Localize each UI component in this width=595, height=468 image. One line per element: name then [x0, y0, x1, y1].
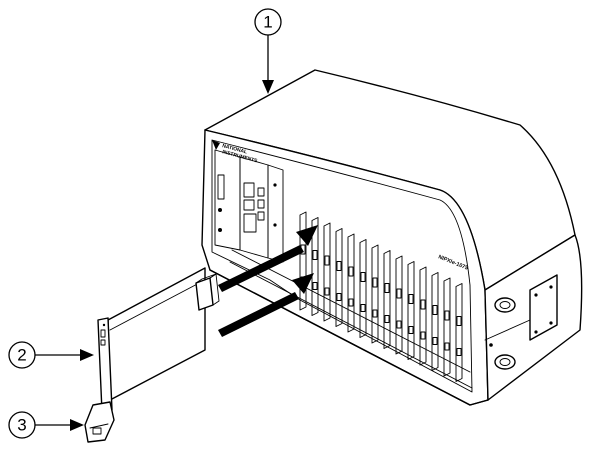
callout-1-number: 1 [263, 13, 272, 32]
slot-guide [323, 222, 331, 322]
side-handle-lower [494, 354, 516, 370]
pxi-module [84, 267, 220, 443]
slot-guide [359, 239, 367, 338]
module-ejector-handle [84, 401, 115, 443]
slot-guide [407, 261, 415, 360]
slot-guide [335, 228, 343, 327]
callout-2: 2 [8, 341, 94, 369]
callout-3-arrowhead [70, 419, 84, 431]
slot-guide [347, 233, 355, 333]
callout-2-arrowhead [80, 349, 94, 361]
module-connector [195, 277, 214, 311]
chassis-bottom-rail [209, 269, 489, 406]
slot-guide [443, 277, 451, 377]
side-panel-details [484, 274, 558, 370]
insertion-arrow-lower [218, 292, 299, 337]
chassis-front-opening [211, 139, 473, 393]
callout-3-number: 3 [17, 416, 26, 435]
slot-guides [299, 211, 463, 382]
slot-guide [371, 244, 379, 344]
slot-guide [395, 255, 403, 355]
callout-1-arrowhead [262, 80, 274, 94]
slot-guide [311, 217, 319, 316]
callout-1: 1 [254, 8, 282, 94]
slot-guide [455, 283, 463, 382]
ni-eagle-icon [212, 140, 220, 150]
slot-guide [431, 272, 439, 371]
insertion-arrow-upper [218, 245, 304, 292]
slot-guide [419, 266, 427, 366]
insertion-arrows [218, 225, 318, 337]
chassis: NATIONAL INSTRUMENTS NIPXIe-1075 [201, 69, 583, 406]
callout-3: 3 [8, 411, 84, 439]
callout-2-number: 2 [17, 346, 26, 365]
slot-guide [383, 250, 391, 349]
side-handle-upper [494, 297, 516, 313]
